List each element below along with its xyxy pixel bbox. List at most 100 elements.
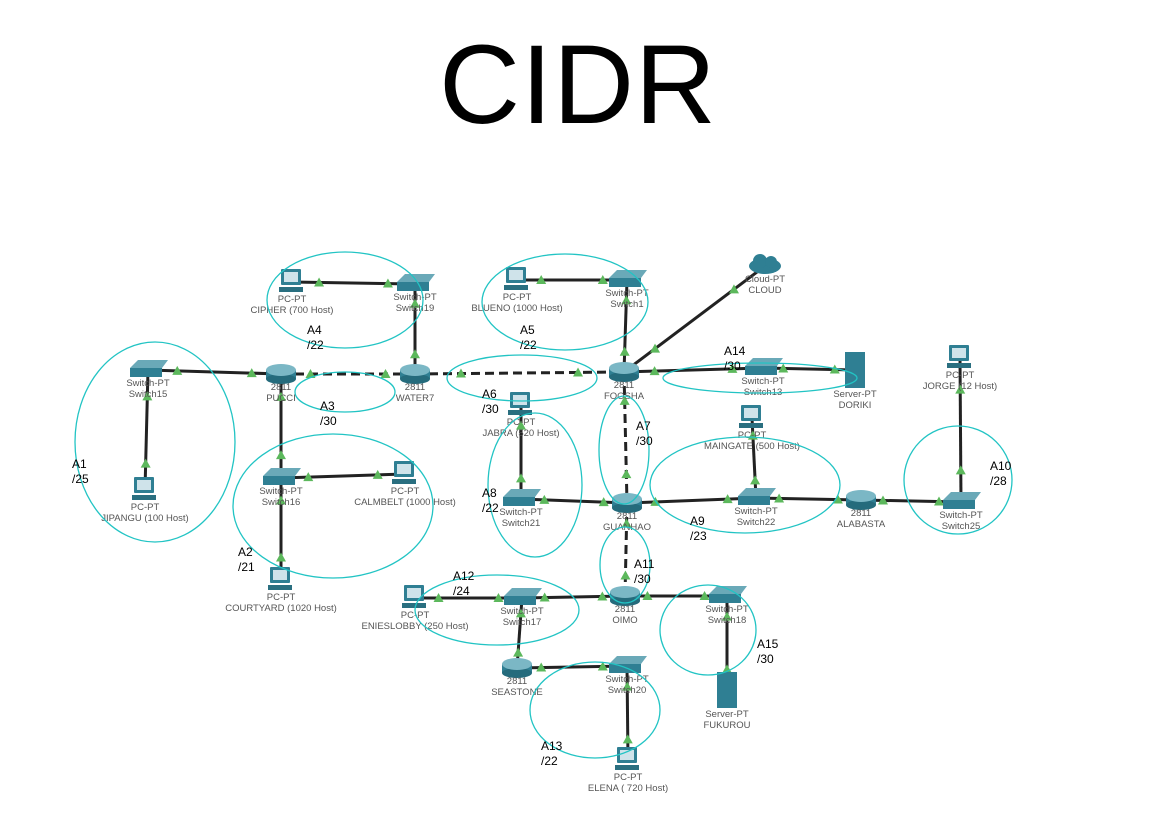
device-name-label: Switch15 [129, 389, 168, 400]
port-status-icon [516, 473, 526, 483]
port-status-icon [493, 593, 504, 602]
device-name-label: JABRA (520 Host) [482, 428, 559, 439]
subnet-ellipse-a14 [662, 362, 858, 394]
subnet-ellipse-a5 [481, 253, 649, 351]
port-status-icon [649, 366, 660, 376]
subnet-prefix-label: /22 [482, 501, 499, 515]
device-type-label: Switch-PT [734, 506, 777, 517]
port-status-icon [536, 275, 547, 284]
port-status-icon [728, 284, 739, 294]
port-status-icon [516, 420, 526, 430]
port-status-icon [140, 458, 151, 468]
device-type-label: 2811 [615, 604, 635, 615]
port-status-icon [619, 395, 630, 405]
port-status-icon [597, 275, 608, 284]
device-type-label: Server-PT [833, 389, 876, 400]
subnet-name-label: A7 [636, 419, 651, 433]
port-status-icon [539, 494, 550, 504]
subnet-name-label: A8 [482, 486, 497, 500]
subnet-name-label: A2 [238, 545, 253, 559]
subnet-name-label: A13 [541, 739, 563, 753]
subnet-ellipse-a6 [446, 354, 598, 402]
subnet-prefix-label: /28 [990, 474, 1007, 488]
device-type-label: PC-PT [503, 292, 532, 303]
device-type-label: 2811 [614, 380, 634, 391]
port-status-icon [621, 295, 632, 305]
device-type-label: 2811 [271, 382, 291, 393]
subnet-prefix-label: /23 [690, 529, 707, 543]
device-name-label: JIPANGU (100 Host) [101, 513, 188, 524]
subnet-ellipse-a13 [529, 661, 661, 759]
link-guanhao-oimo [623, 502, 629, 597]
device-type-label: Cloud-PT [745, 274, 785, 285]
device-type-label: Switch-PT [939, 510, 982, 521]
device-name-label: FUKUROU [704, 720, 751, 731]
device-name-label: Switch16 [262, 497, 301, 508]
device-type-label: 2811 [507, 676, 527, 687]
device-name-label: SEASTONE [491, 687, 543, 698]
device-name-label: Switch18 [708, 615, 747, 626]
subnet-ellipse-a8 [487, 412, 583, 558]
port-status-icon [372, 469, 383, 479]
device-name-label: WATER7 [396, 393, 435, 404]
switch-icon [709, 586, 747, 594]
device-name-label: DORIKI [839, 400, 872, 411]
subnet-prefix-label: /21 [238, 560, 255, 574]
link-foosha-switch1 [622, 279, 629, 373]
port-status-icon [878, 495, 888, 505]
port-status-icon [276, 391, 286, 401]
device-name-label: MAINGATE (500 Host) [704, 441, 800, 452]
subnet-name-label: A1 [72, 457, 87, 471]
subnet-ellipse-a15 [659, 584, 757, 676]
switch-icon [609, 270, 647, 278]
link-foosha-cloud [623, 264, 766, 374]
subnet-ellipse-a9 [649, 436, 841, 534]
subnet-name-label: A10 [990, 459, 1012, 473]
link-switch20-elena [625, 665, 630, 761]
port-status-icon [597, 591, 608, 601]
link-water7-foosha [414, 370, 625, 376]
link-switch22-alabasta [755, 496, 862, 502]
link-foosha-guanhao [622, 371, 629, 504]
port-status-icon [832, 494, 843, 504]
port-status-icon [722, 611, 732, 621]
device-name-label: ELENA ( 720 Host) [588, 783, 668, 794]
device-name-label: Switch20 [608, 685, 647, 696]
device-type-label: PC-PT [946, 370, 975, 381]
device-type-label: Switch-PT [705, 604, 748, 615]
port-status-icon [642, 591, 653, 600]
subnet-name-label: A3 [320, 399, 335, 413]
device-type-label: PC-PT [278, 294, 307, 305]
subnet-prefix-label: /22 [541, 754, 558, 768]
device-name-label: CALMBELT (1000 Host) [354, 497, 456, 508]
